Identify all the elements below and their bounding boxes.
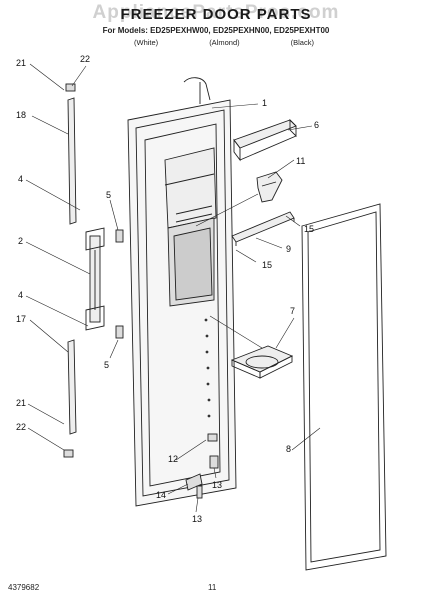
callout-4-top: 4 (18, 174, 23, 184)
callout-21-bottom: 21 (16, 398, 26, 408)
watermark-text: AppliancePartsPros.com (92, 2, 340, 23)
tray-part-7 (230, 345, 294, 379)
door-bin-part-6 (233, 118, 297, 162)
trim-part-18 (67, 97, 77, 225)
bracket-part-11 (256, 171, 283, 203)
callout-5-bottom: 5 (104, 360, 109, 370)
callout-5-top: 5 (106, 190, 111, 200)
clip-part-5-top (115, 229, 124, 243)
bushing-part-14 (185, 473, 203, 491)
screw-part-13 (196, 485, 203, 499)
callout-22-bottom: 22 (16, 422, 26, 432)
callout-17: 17 (16, 314, 26, 324)
variant-white: (White) (134, 38, 159, 47)
variant-almond: (Almond) (209, 38, 240, 47)
trim-strip-part-9 (231, 211, 295, 243)
door-gasket-part-8 (301, 203, 387, 571)
callout-18: 18 (16, 110, 26, 120)
clip-part-5-bottom (115, 325, 124, 339)
hinge-part-12 (207, 433, 218, 442)
callout-15-top: 15 (304, 224, 314, 234)
callout-2: 2 (18, 236, 23, 246)
callout-21-top: 21 (16, 58, 26, 68)
callout-9: 9 (286, 244, 291, 254)
callout-7: 7 (290, 306, 295, 316)
color-variants: (White) (Almond) (Black) (134, 38, 314, 47)
hinge-pin-part-13 (209, 455, 219, 469)
callout-11: 11 (296, 156, 305, 166)
callout-15-bottom: 15 (262, 260, 272, 270)
door-panel (127, 77, 237, 507)
endcap-part-22-bottom (63, 449, 74, 458)
callout-13-bottom: 13 (192, 514, 202, 524)
trim-part-17 (67, 339, 77, 435)
callout-22-top: 22 (80, 54, 90, 64)
variant-black: (Black) (290, 38, 314, 47)
callout-12: 12 (168, 454, 178, 464)
callout-4-bottom: 4 (18, 290, 23, 300)
callout-6: 6 (314, 120, 319, 130)
page-number: 11 (208, 583, 217, 592)
handle-part-2 (85, 227, 105, 331)
callout-14: 14 (156, 490, 166, 500)
callout-1: 1 (262, 98, 267, 108)
models-subtitle: For Models: ED25PEXHW00, ED25PEXHN00, ED… (102, 26, 330, 35)
endcap-part-22-top (65, 83, 76, 92)
callout-8: 8 (286, 444, 291, 454)
page-title: FREEZER DOOR PARTS (120, 6, 312, 23)
callout-13-right: 13 (212, 480, 222, 490)
document-number: 4379682 (8, 583, 40, 592)
